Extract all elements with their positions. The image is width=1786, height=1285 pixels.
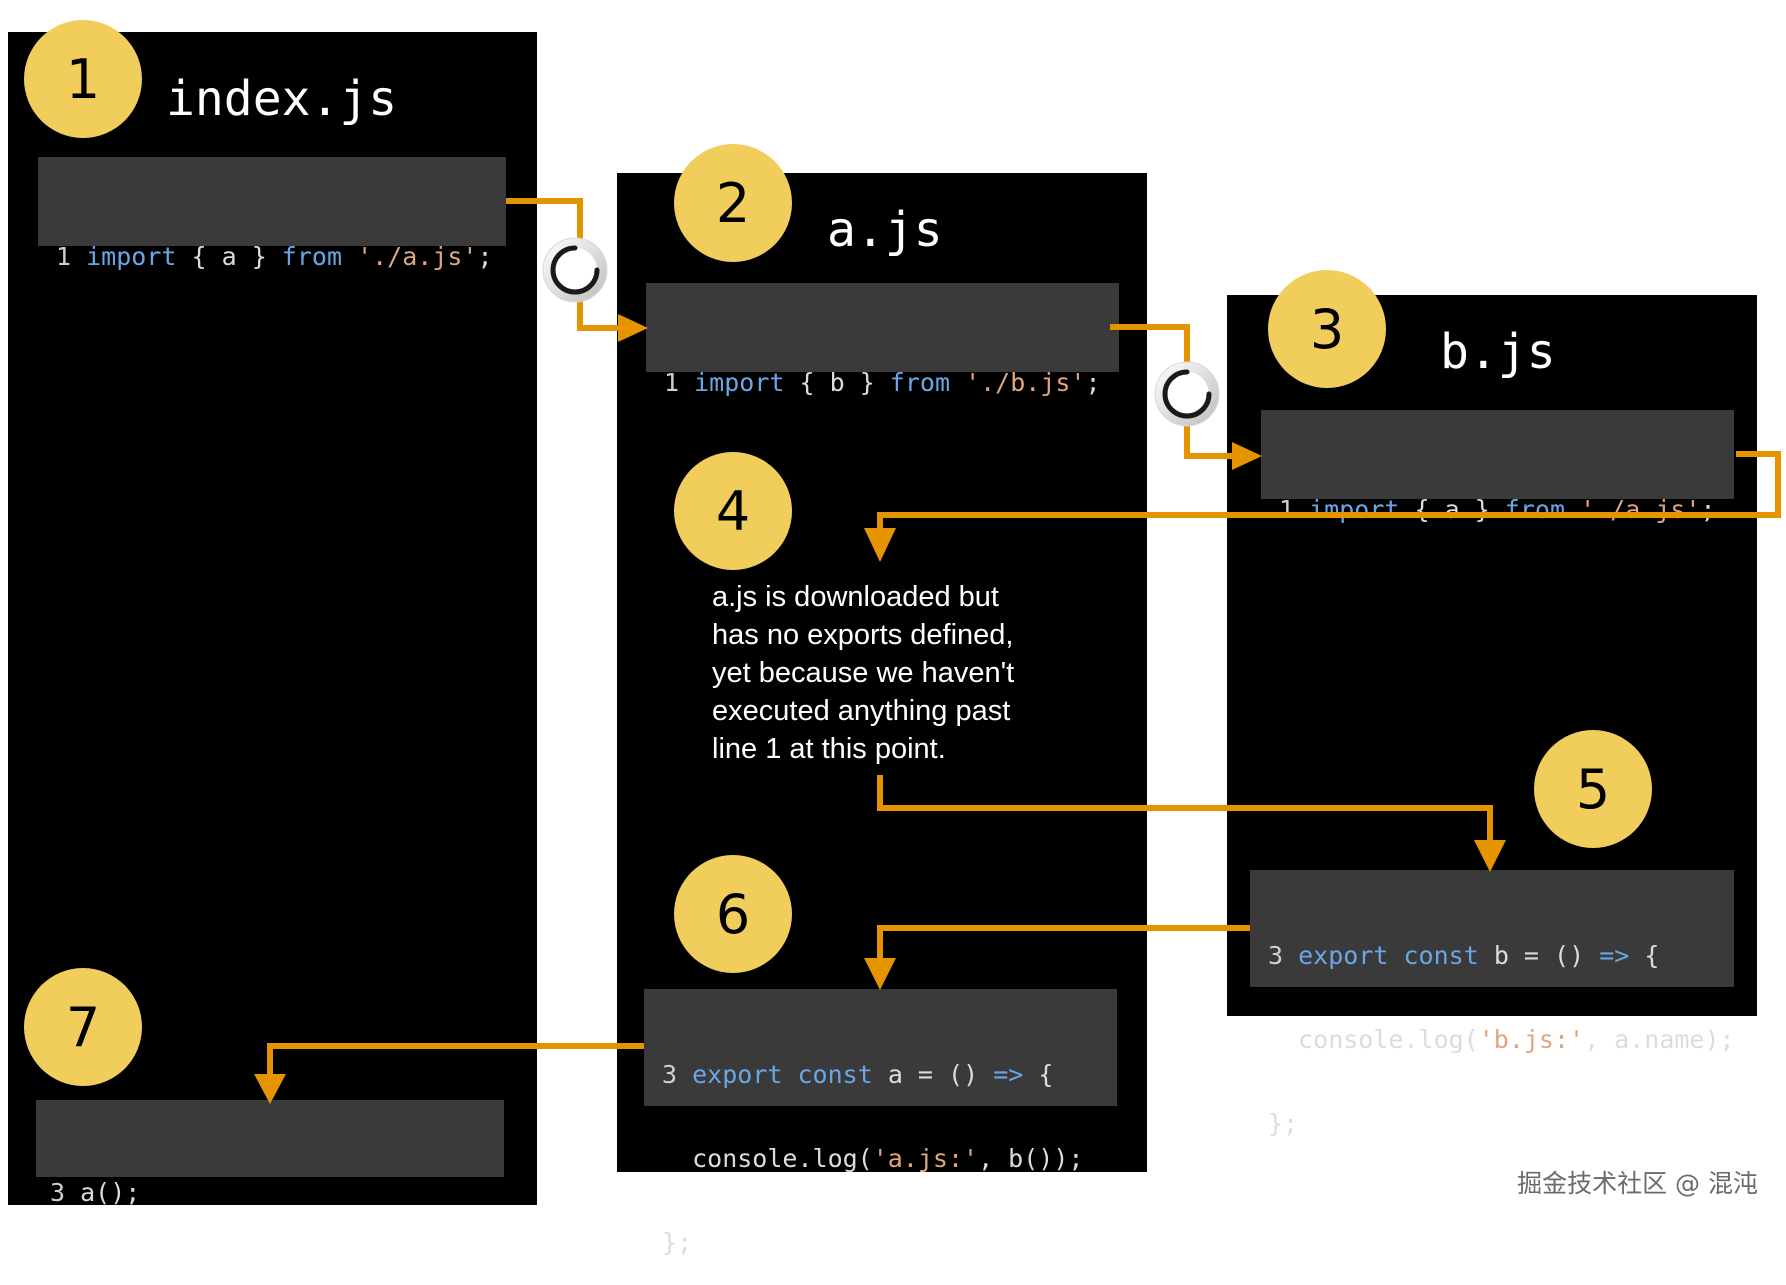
arrowhead-step-4	[864, 528, 896, 562]
panel-title-a-js: a.js	[827, 202, 943, 258]
arrowhead-a-import	[618, 314, 648, 342]
arrowhead-index-call	[254, 1074, 286, 1104]
step-badge-1: 1	[24, 20, 142, 138]
step-badge-7: 7	[24, 968, 142, 1086]
arrow-b-export-to-a-export	[877, 925, 1250, 960]
step-badge-3: 3	[1268, 270, 1386, 388]
arrowhead-a-export	[864, 958, 896, 990]
watermark: 掘金技术社区 @ 混沌	[1517, 1169, 1758, 1198]
code-b-import: 1 import { a } from './a.js';	[1261, 410, 1734, 524]
step-badge-6: 6	[674, 855, 792, 973]
arrow-note-to-b-export	[877, 775, 1493, 840]
spinner-icon	[1154, 361, 1220, 427]
code-index-call: 3 a();	[36, 1100, 504, 1207]
arrowhead-b-import	[1232, 442, 1262, 470]
panel-title-index-js: index.js	[166, 71, 398, 127]
panel-title-b-js: b.js	[1440, 324, 1556, 380]
code-a-import: 1 import { b } from './b.js';	[646, 283, 1119, 397]
code-b-export: 3 export const b = () => { console.log('…	[1250, 870, 1735, 1138]
step-badge-5: 5	[1534, 730, 1652, 848]
step-badge-4: 4	[674, 452, 792, 570]
arrow-a-export-to-index-call	[267, 1043, 644, 1075]
flow-arrows	[254, 198, 1781, 1104]
spinner-icon	[542, 237, 608, 303]
step-4-explanation: a.js is downloaded but has no exports de…	[712, 581, 1015, 765]
arrow-b-to-a-note	[877, 451, 1781, 528]
step-badge-2: 2	[674, 144, 792, 262]
arrowhead-b-export	[1474, 840, 1506, 872]
code-a-export: 3 export const a = () => { console.log('…	[644, 989, 1117, 1257]
code-index-import: 1 import { a } from './a.js';	[38, 157, 506, 271]
